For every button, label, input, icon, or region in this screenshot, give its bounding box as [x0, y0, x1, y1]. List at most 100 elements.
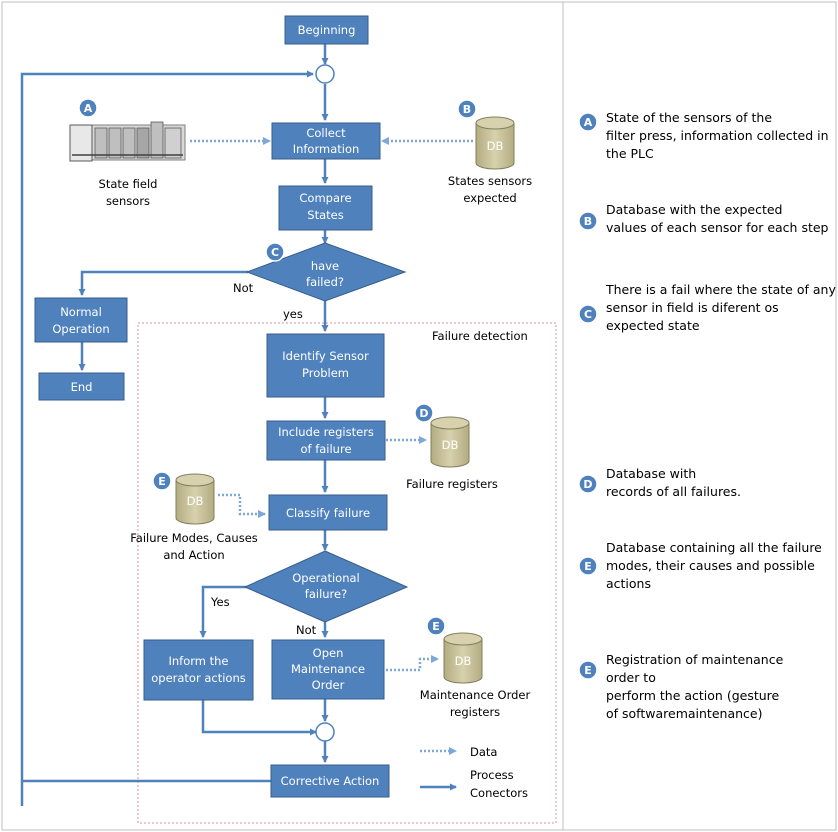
- operational-failure-decision: Operational failure?: [243, 550, 409, 623]
- svg-text:Maintenance: Maintenance: [291, 662, 365, 676]
- svg-text:Normal: Normal: [60, 305, 102, 319]
- svg-text:D: D: [419, 407, 428, 420]
- svg-text:A: A: [84, 102, 93, 115]
- note-badge: [578, 112, 598, 132]
- svg-text:Inform the: Inform the: [168, 654, 228, 668]
- note-badge-letter: A: [584, 116, 593, 129]
- note-line: actions: [606, 576, 651, 591]
- sensors-caption: State field: [99, 177, 158, 191]
- note-line: order to: [606, 670, 656, 685]
- note-line: Database containing all the failure: [606, 540, 822, 555]
- merge-circle-bottom: [315, 722, 335, 742]
- maintenance-registers-caption: Maintenance Order: [420, 688, 531, 702]
- edge-label-not-operational: Not: [296, 623, 317, 637]
- badge-a: A: [78, 98, 98, 118]
- svg-text:Operation: Operation: [52, 322, 109, 336]
- svg-text:operator actions: operator actions: [151, 671, 246, 685]
- note-badge-letter: D: [583, 478, 592, 491]
- note-line: of softwaremaintenance): [606, 706, 762, 721]
- maintenance-registers-caption-line2: registers: [450, 705, 500, 719]
- svg-text:DB: DB: [487, 139, 504, 153]
- svg-text:of failure: of failure: [300, 442, 351, 456]
- states-expected-caption: States sensors: [448, 174, 532, 188]
- failure-detection-label: Failure detection: [432, 329, 528, 343]
- note-line: Database with: [606, 466, 696, 481]
- db-maintenance-icon: DB: [443, 632, 483, 684]
- merge-circle-top: [315, 64, 335, 84]
- note-d-3: D Database with records of all failures.: [578, 466, 741, 499]
- note-line: State of the sensors of the: [606, 110, 772, 125]
- svg-text:States: States: [307, 208, 343, 222]
- failure-registers-caption: Failure registers: [406, 477, 498, 491]
- include-registers-box: Include registers of failure: [266, 420, 386, 461]
- sensors-caption-line2: sensors: [106, 194, 150, 208]
- svg-text:DB: DB: [187, 494, 204, 508]
- svg-text:Information: Information: [293, 142, 360, 156]
- identify-sensor-problem-box: Identify Sensor Problem: [266, 333, 385, 398]
- svg-text:Compare: Compare: [299, 191, 351, 205]
- note-badge: [578, 660, 598, 680]
- note-badge: [578, 556, 598, 576]
- corrective-action-box: Corrective Action: [270, 764, 390, 798]
- db-states-icon: DB: [475, 116, 515, 170]
- badge-e-failure-modes: E: [152, 471, 172, 491]
- note-line: perform the action (gesture: [606, 688, 780, 703]
- note-line: expected state: [606, 318, 700, 333]
- end-box: End: [38, 372, 125, 401]
- note-line: Registration of maintenance: [606, 652, 784, 667]
- edge-label-yes-operational: Yes: [210, 595, 230, 609]
- normal-operation-box: Normal Operation: [34, 297, 128, 343]
- note-badge: [578, 211, 598, 231]
- svg-text:B: B: [463, 103, 471, 116]
- sensors-hardware-icon: [69, 121, 186, 162]
- legend-process-label: Process: [470, 768, 514, 782]
- edge-label-yes: yes: [283, 307, 303, 321]
- collect-information-box: Collect Information: [271, 122, 381, 160]
- note-line: There is a fail where the state of any: [605, 282, 836, 297]
- svg-text:Beginning: Beginning: [298, 23, 356, 37]
- note-line: modes, their causes and possible: [606, 558, 815, 573]
- svg-text:failed?: failed?: [306, 275, 344, 289]
- states-expected-caption-line2: expected: [463, 191, 516, 205]
- note-line: the PLC: [606, 146, 654, 161]
- failure-detection-region: [137, 322, 557, 824]
- legend: Data Process Conectors: [420, 745, 528, 800]
- svg-text:Collect: Collect: [306, 126, 346, 140]
- svg-text:DB: DB: [455, 654, 472, 668]
- note-badge-letter: B: [584, 215, 592, 228]
- note-e-4: E Database containing all the failure mode…: [578, 540, 822, 591]
- badge-c: C: [265, 242, 285, 262]
- open-maintenance-order-box: Open Maintenance Order: [271, 639, 385, 700]
- legend-process-label-line2: Conectors: [470, 786, 528, 800]
- note-badge: [578, 474, 598, 494]
- svg-text:DB: DB: [442, 438, 459, 452]
- note-line: records of all failures.: [606, 484, 741, 499]
- svg-text:End: End: [71, 380, 93, 394]
- process-connectors: [20, 44, 329, 806]
- failure-modes-caption: Failure Modes, Causes: [130, 531, 258, 545]
- beginning-box: Beginning: [284, 15, 369, 45]
- have-failed-decision: have failed?: [245, 242, 407, 302]
- note-badge: [578, 304, 598, 324]
- data-connectors: [190, 137, 473, 755]
- badge-b: B: [457, 99, 477, 119]
- svg-text:Problem: Problem: [302, 366, 349, 380]
- svg-text:Operational: Operational: [292, 571, 359, 585]
- note-badge-letter: E: [584, 560, 592, 573]
- svg-text:E: E: [158, 475, 166, 488]
- note-badge-letter: E: [584, 664, 592, 677]
- svg-text:Include registers: Include registers: [278, 425, 374, 439]
- svg-text:Identify Sensor: Identify Sensor: [282, 349, 369, 363]
- inform-operator-box: Inform the operator actions: [143, 639, 254, 701]
- note-line: Database with the expected: [606, 202, 783, 217]
- note-line: sensor in field is diferent os: [606, 300, 779, 315]
- edge-label-not: Not: [233, 281, 254, 295]
- badge-e-maintenance: E: [426, 616, 446, 636]
- svg-text:Classify failure: Classify failure: [286, 506, 370, 520]
